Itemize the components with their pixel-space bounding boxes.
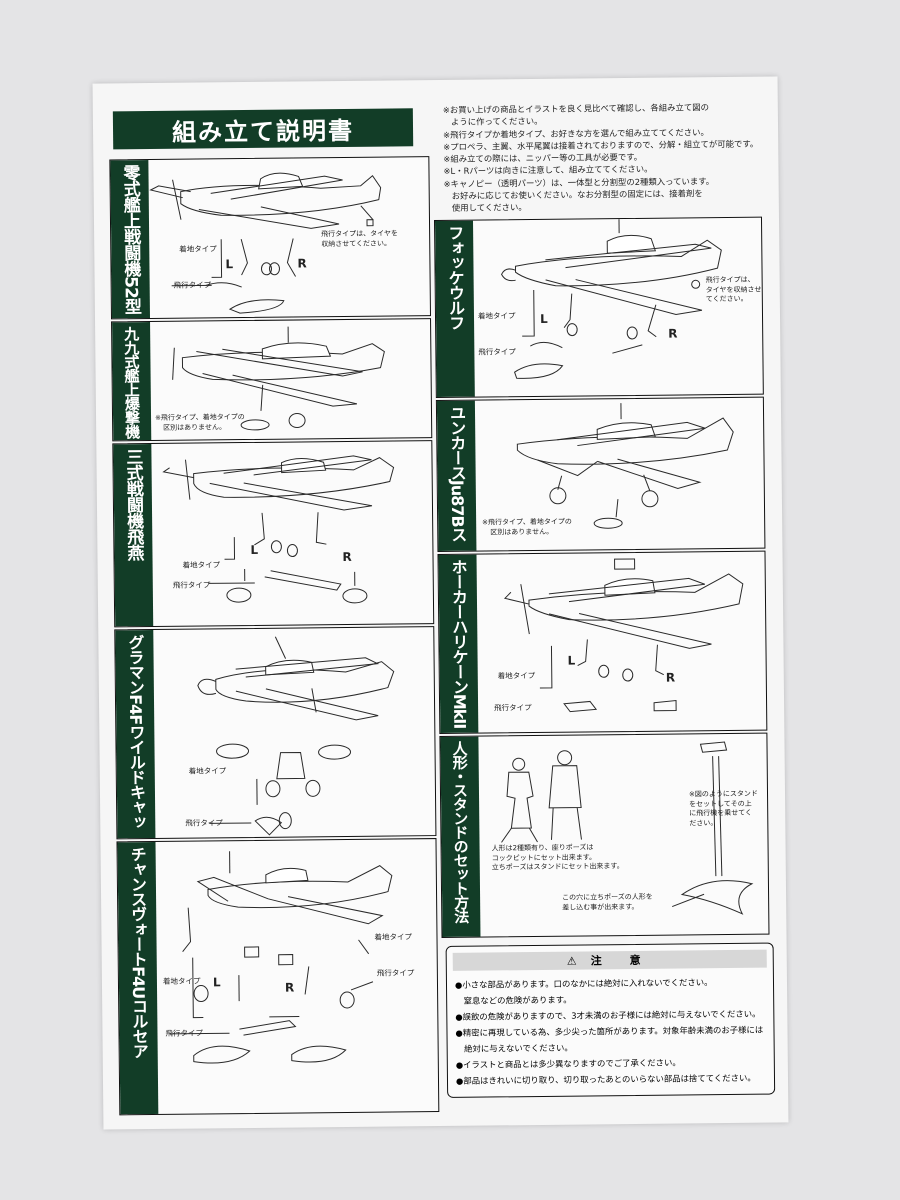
note-text: 区別はありません。: [163, 422, 226, 432]
val-illustration: [172, 326, 385, 431]
landing-type-label: 着地タイプ: [182, 560, 221, 570]
panel-val-11: 九九式艦上爆撃機11型 ※飛行タイプ、着地タイプの 区別はありません。: [111, 318, 433, 442]
corsair-illustration: [169, 851, 393, 1064]
landing-type-label: 着地タイプ: [179, 244, 217, 254]
note-text: 飛行タイプは、タイヤを: [321, 229, 398, 239]
caution-item: ●精密に再現している為、多少尖った箇所があります。対象年齢未満のお子様には: [455, 1024, 764, 1038]
stuka-illustration: [516, 403, 734, 529]
note-text: に飛行機を乗せてく: [689, 808, 753, 818]
figure-stand-illustration: [501, 741, 754, 915]
landing-type-label: 着地タイプ: [497, 671, 536, 681]
landing-type-label: 着地タイプ: [477, 311, 516, 321]
note-text: 区別はありません。: [490, 527, 554, 536]
note-text: 差し込む事が出来ます。: [562, 902, 639, 912]
note-text: ださい。: [689, 818, 718, 827]
note-text: 飛行タイプは、: [705, 275, 755, 285]
panel-fw190: フォッケウルフFW190A 着地タイプ 飛行タイプ L R 飛行タイプは、 タイ…: [433, 216, 764, 399]
caution-box: ⚠ 注 意 ●小さな部品があります。口のなかには絶対に入れないでください。 窒息…: [445, 942, 776, 1098]
note-text: 収納させてください。: [321, 238, 392, 248]
instruction-sheet: 組み立て説明書 ※お買い上げの商品とイラストを良く見比べて確認し、各組み立て図の…: [92, 76, 789, 1130]
panel-hien: 三式戦闘機飛燕 着地タイプ 飛行タイプ L R: [112, 440, 435, 628]
right-marker: R: [665, 670, 676, 685]
stuka-note: ※飛行タイプ、着地タイプの 区別はありません。: [482, 518, 572, 538]
landing-type-label-right: 着地タイプ: [374, 932, 413, 942]
hien-illustration: [162, 455, 395, 604]
flight-type-label-right: 飛行タイプ: [376, 968, 415, 978]
panel-figure-stand: 人形・スタンドのセット方法 人形は2種類有り、座りポーズは コックピットにセット…: [439, 732, 770, 939]
panel-wildcat: グラマンF4Fワイルドキャット 着地タイプ 飛行タイプ: [114, 626, 437, 840]
general-notes: ※お買い上げの商品とイラストを良く見比べて確認し、各組み立て図の ように作ってく…: [443, 100, 774, 214]
note-line: 使用してください。: [451, 202, 527, 214]
note-text: ※飛行タイプ、着地タイプの: [155, 413, 245, 422]
flight-type-label: 飛行タイプ: [172, 580, 211, 590]
val-note: ※飛行タイプ、着地タイプの 区別はありません。: [155, 413, 245, 433]
landing-type-label: 着地タイプ: [188, 766, 227, 776]
note-text: この穴に立ちポーズの人形を: [562, 892, 653, 902]
wildcat-illustration: [197, 636, 395, 836]
zero-illustration: [149, 172, 382, 314]
note-text: タイヤを収納させ: [705, 285, 762, 294]
note-text: ※飛行タイプ、着地タイプの: [482, 517, 572, 527]
hurricane-illustration: [503, 558, 744, 713]
flight-type-label: 飛行タイプ: [478, 347, 516, 357]
fw190-note: 飛行タイプは、 タイヤを収納させ てください。: [706, 276, 762, 305]
page-title: 組み立て説明書: [112, 108, 414, 150]
figure-note: 人形は2種類有り、座りポーズは コックピットにセット出来ます。 立ちポーズはスタ…: [492, 843, 624, 873]
caution-item: ●部品はきれいに切り取り、切り取ったあとのいらない部品は捨ててください。: [455, 1072, 756, 1086]
left-marker: L: [250, 542, 259, 557]
left-marker: L: [225, 257, 234, 272]
panel-zero-52: 零式艦上戦闘機52型 着地タイプ 飛行タイプ L R 飛行タイプは、タイヤを 収: [109, 156, 431, 320]
left-marker: L: [567, 653, 576, 668]
right-marker: R: [668, 326, 678, 341]
fw190-illustration: [501, 219, 722, 379]
left-marker: L: [212, 975, 221, 990]
panel-corsair: チャンスヴォートF4Uコルセア 着地タイプ 飛行タイプ 着地タイプ: [116, 838, 440, 1116]
right-marker: R: [297, 256, 307, 271]
flight-type-label-bottom: 飛行タイプ: [165, 1028, 204, 1038]
right-marker: R: [342, 549, 352, 565]
panel-hurricane: ホーカーハリケーンMkII 着地タイプ 飛行タイプ L R: [437, 550, 768, 735]
caution-title: 注 意: [590, 953, 653, 968]
note-text: てください。: [705, 294, 748, 304]
note-text: 立ちポーズはスタンドにセット出来ます。: [491, 862, 624, 872]
right-marker: R: [284, 980, 295, 995]
flight-type-label: 飛行タイプ: [173, 280, 212, 290]
caution-list: ●小さな部品があります。口のなかには絶対に入れないでください。 窒息などの危険が…: [455, 974, 766, 1089]
flight-type-label: 飛行タイプ: [185, 818, 223, 828]
landing-type-label-left: 着地タイプ: [162, 976, 201, 986]
zero-note: 飛行タイプは、タイヤを 収納させてください。: [321, 229, 398, 249]
stand-note: ※図のようにスタンド をセットしてその上 に飛行機を乗せてく ださい。: [689, 790, 758, 829]
panel-stuka: ユンカースJu87Bスツーカ ※飛行タイプ、着地タイプの 区別はありません。: [435, 396, 766, 553]
hole-note: この穴に立ちポーズの人形を 差し込む事が出来ます。: [562, 893, 653, 913]
warning-icon: ⚠: [566, 954, 577, 968]
caution-heading: ⚠ 注 意: [452, 949, 767, 971]
note-text: ※図のようにスタンド: [688, 789, 758, 799]
left-marker: L: [539, 311, 548, 326]
flight-type-label: 飛行タイプ: [494, 703, 532, 713]
